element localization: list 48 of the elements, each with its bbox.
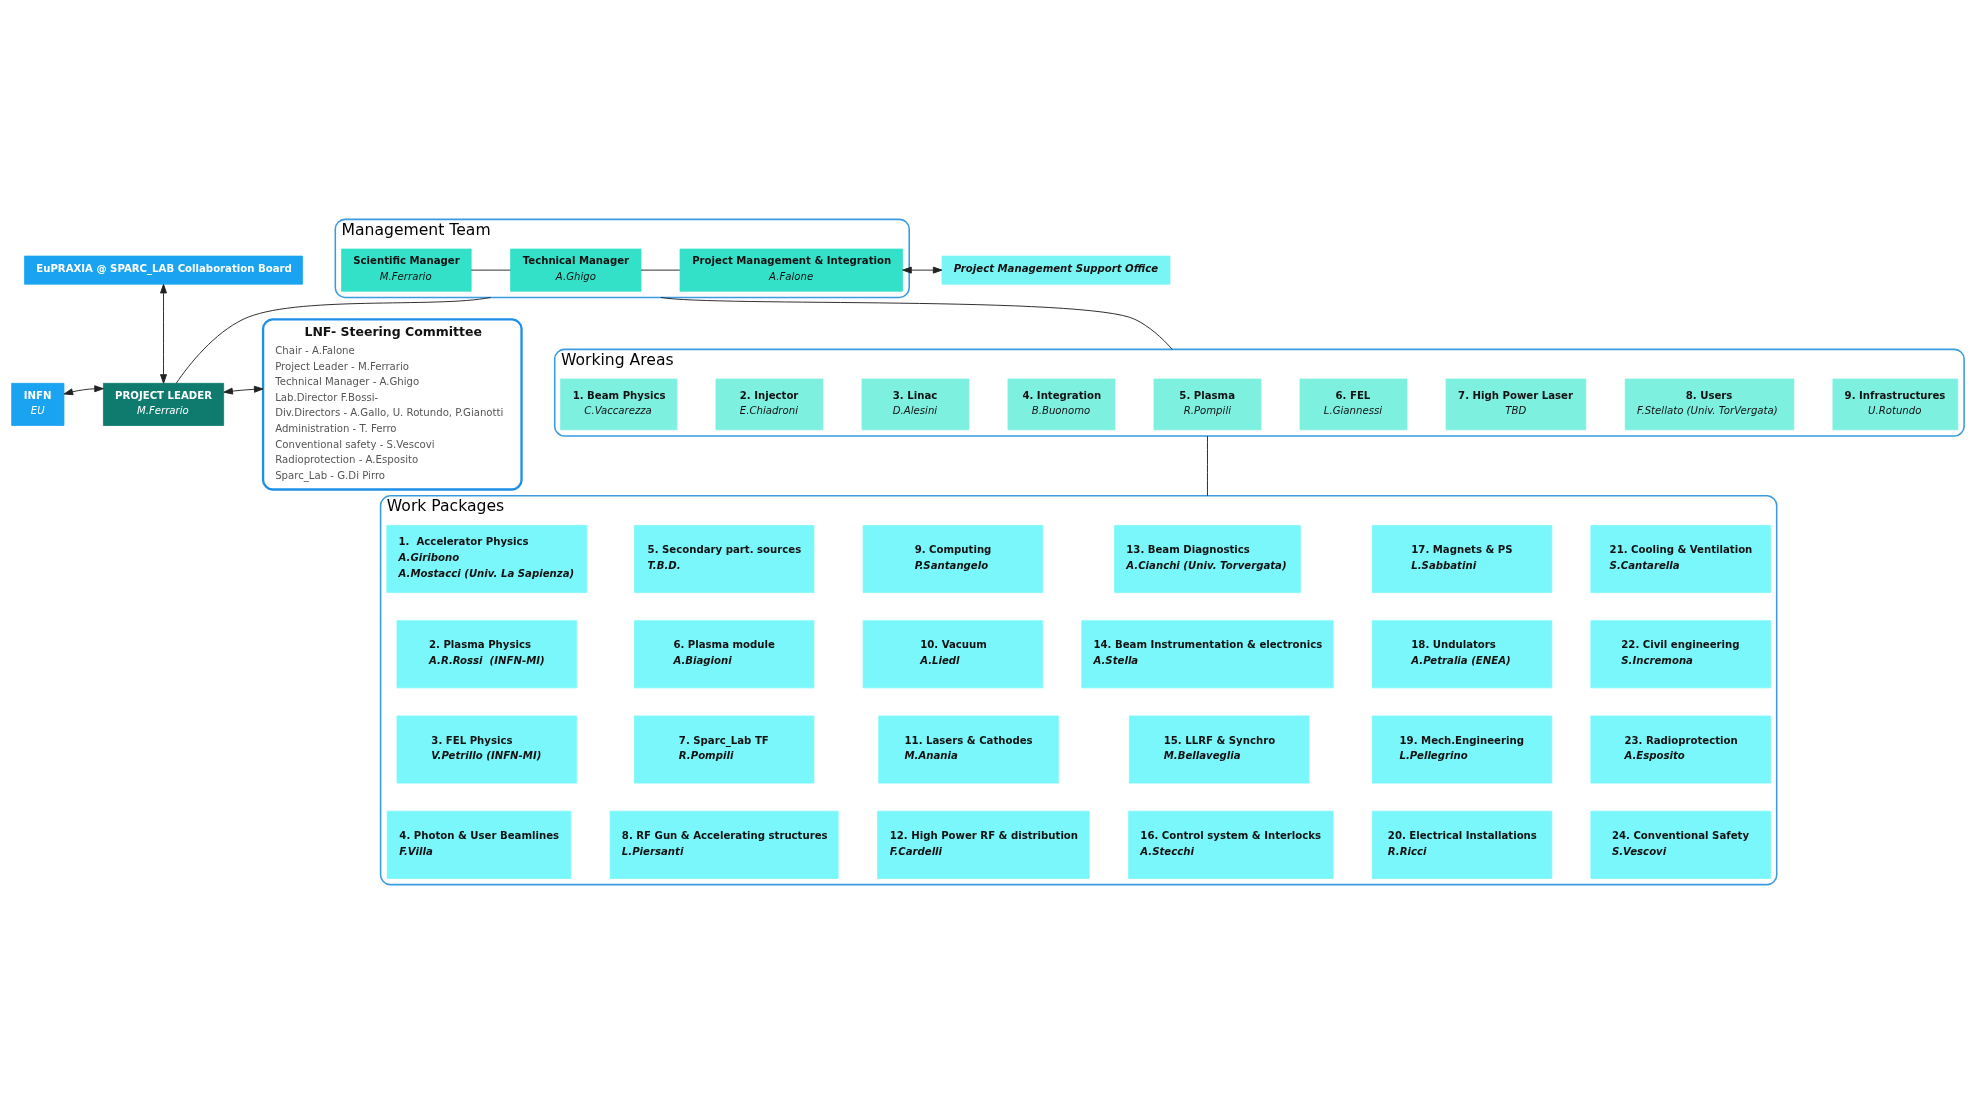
node-box: 18. Undulators A.Petralia (ENEA) [1371, 620, 1553, 689]
node-box: 3. Linac D.Alesini [861, 378, 970, 431]
node-box: 4. Integration B.Buonomo [1007, 378, 1116, 431]
node-box: 19. Mech.Engineering L.Pellegrino [1371, 715, 1553, 784]
node-box: 6. FEL L.Giannessi [1299, 378, 1408, 431]
node-box: 21. Cooling & Ventilation S.Cantarella [1590, 525, 1771, 593]
node-box: 7. High Power Laser TBD [1445, 378, 1587, 431]
arrow [160, 283, 167, 384]
node-box: Technical Manager A.Ghigo [510, 248, 642, 292]
node-box: 2. Plasma Physics A.R.Rossi (INFN-MI) [396, 620, 577, 689]
node-box: 12. High Power RF & distribution F.Cardelli [877, 810, 1090, 879]
arrow [902, 266, 943, 274]
node-box: 24. Conventional Safety S.Vescovi [1590, 810, 1771, 879]
node-box: 16. Control system & Interlocks A.Stecchi [1128, 810, 1334, 879]
node-box: 14. Beam Instrumentation & electronics A.Stella [1081, 620, 1334, 689]
node-box: 9. Computing P.Santangelo [862, 525, 1044, 593]
arrow [63, 385, 104, 396]
node-box: 17. Magnets & PS L.Sabbatini [1371, 525, 1553, 593]
node-box: PROJECT LEADER M.Ferrario [103, 382, 225, 426]
node-box: 5. Secondary part. sources T.B.D. [633, 525, 815, 593]
node-box: EuPRAXIA @ SPARC_LAB Collaboration Board [24, 255, 303, 285]
node-box: 11. Lasers & Cathodes M.Anania [878, 715, 1059, 784]
node-box: 22. Civil engineering S.Incremona [1590, 620, 1771, 689]
node-box: Project Management Support Office [941, 255, 1171, 285]
node-box: 15. LLRF & Synchro M.Bellaveglia [1129, 715, 1310, 784]
arrow [223, 385, 264, 395]
node-box: 9. Infrastructures U.Rotundo [1832, 378, 1959, 431]
node-box: 8. RF Gun & Accelerating structures L.Piersanti [609, 810, 839, 879]
connector [660, 296, 1173, 350]
node-box: 23. Radioprotection A.Esposito [1590, 715, 1771, 784]
node-box: Scientific Manager M.Ferrario [341, 248, 472, 292]
connector [1207, 435, 1208, 497]
node-box: INFN EU [11, 382, 65, 426]
node-box: 7. Sparc_Lab TF R.Pompili [633, 715, 815, 784]
node-box: 6. Plasma module A.Biagioni [633, 620, 815, 689]
node-box: 4. Photon & User Beamlines F.Villa [386, 810, 572, 879]
node-box: 1. Accelerator Physics A.Giribono A.Mostacci (Univ. La Sapienza) [386, 525, 588, 593]
node-box: 13. Beam Diagnostics A.Cianchi (Univ. Torvergata) [1114, 525, 1301, 593]
node-box: 20. Electrical Installations R.Ricci [1371, 810, 1553, 879]
node-box: 5. Plasma R.Pompili [1153, 378, 1262, 431]
node-box: Project Management & Integration A.Falone [679, 248, 903, 292]
node-box: 8. Users F.Stellato (Univ. TorVergata) [1624, 378, 1795, 431]
node-box: 1. Beam Physics C.Vaccarezza [560, 378, 678, 431]
connector [175, 296, 492, 384]
node-box: 10. Vacuum A.Liedl [862, 620, 1044, 689]
node-box: 2. Injector E.Chiadroni [715, 378, 824, 431]
node-box: 3. FEL Physics V.Petrillo (INFN-MI) [396, 715, 577, 784]
node-box: LNF- Steering Committee Chair - A.Falone Project Leader - M.Ferrario Technical Manager - A.Ghigo Lab.Director F.Bossi- Div.Directors - A.Gallo, U. Rotundo, P.Gianotti Administration - T. Ferro Conventional safety - S.Vescovi Radioprotection - A.Esposito Sparc_Lab - G.Di Pirro [261, 318, 523, 491]
